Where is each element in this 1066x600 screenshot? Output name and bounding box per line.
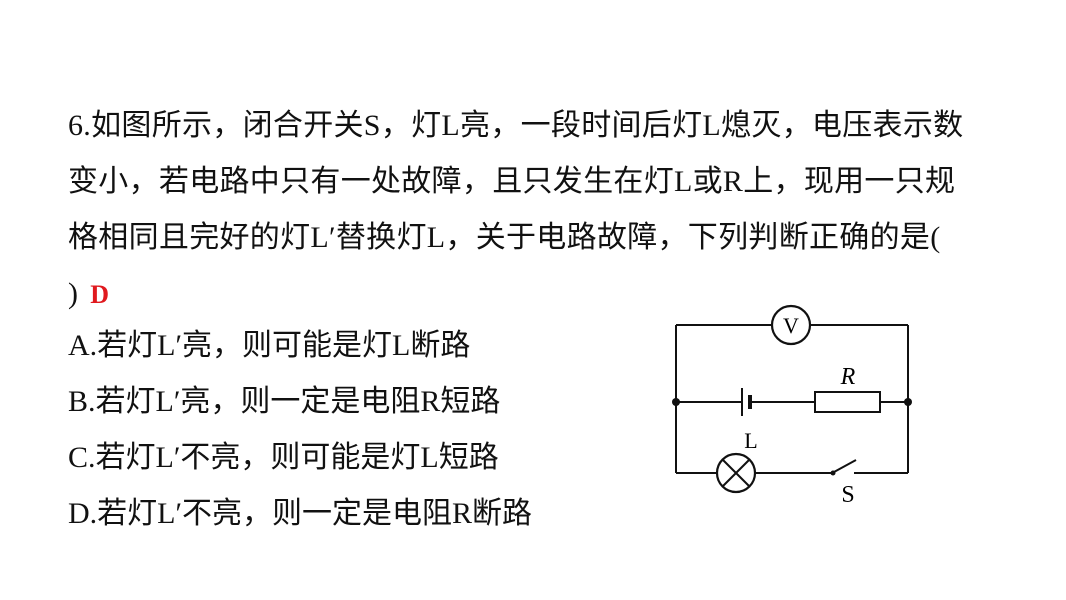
left-junction (672, 398, 680, 406)
resistor-label: R (840, 364, 856, 390)
switch-icon (830, 459, 857, 476)
question-text: 6.如图所示，闭合开关S，灯L亮，一段时间后灯L熄灭，电压表示数 变小，若电路中… (68, 98, 998, 323)
option-c: C.若灯L′不亮，则可能是灯L短路 (68, 441, 499, 474)
question-line-3: 格相同且完好的灯L′替换灯L，关于电路故障，下列判断正确的是( (68, 221, 941, 254)
option-d: D.若灯L′不亮，则一定是电阻R断路 (68, 497, 533, 530)
switch-label: S (841, 482, 854, 508)
voltmeter-label: V (783, 313, 799, 338)
lamp-label: L (744, 428, 757, 453)
question-line-2: 变小，若电路中只有一处故障，且只发生在灯L或R上，现用一只规 (68, 165, 956, 198)
answer-options: A.若灯L′亮，则可能是灯L断路 B.若灯L′亮，则一定是电阻R短路 C.若灯L… (68, 318, 532, 542)
circuit-diagram: V R L S (672, 304, 912, 508)
resistor (814, 391, 881, 413)
question-line-4: )D (68, 266, 998, 323)
battery (741, 388, 752, 416)
question-line-4-text: ) (68, 277, 79, 310)
question-line-1: 6.如图所示，闭合开关S，灯L亮，一段时间后灯L熄灭，电压表示数 (68, 109, 964, 142)
lamp-icon (715, 452, 757, 494)
option-b: B.若灯L′亮，则一定是电阻R短路 (68, 385, 501, 418)
answer-mark: D (90, 280, 110, 309)
option-a: A.若灯L′亮，则可能是灯L断路 (68, 329, 471, 362)
voltmeter: V (770, 304, 812, 346)
right-junction (904, 398, 912, 406)
